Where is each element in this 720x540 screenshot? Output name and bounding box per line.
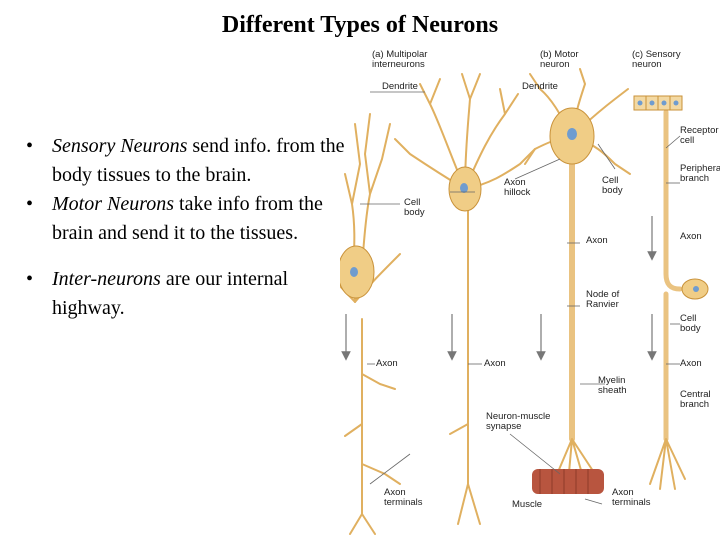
label-axon-hillock: Axon hillock	[504, 177, 531, 198]
bullet-marker: •	[26, 135, 34, 157]
bullet-term: Inter-neurons	[52, 268, 161, 290]
label-axon-c2: Axon	[680, 358, 702, 369]
label-dendrite-a: Dendrite	[382, 81, 418, 92]
panel-title-b: (b) Motor neuron	[540, 49, 579, 70]
bullet-text: take info from the brain and send it to …	[52, 193, 323, 244]
bullet-term: Motor Neurons	[52, 193, 175, 215]
label-axon-terminals-b: Axon terminals	[612, 487, 651, 508]
nucleus-icon	[693, 286, 699, 292]
bullet-motor: • Motor Neurons take info from the brain…	[26, 190, 346, 248]
label-axon-c: Axon	[680, 231, 702, 242]
direction-arrows	[341, 216, 657, 361]
neuron-illustration	[340, 68, 709, 535]
panel-title-c: (c) Sensory neuron	[632, 49, 681, 70]
label-dendrite-b: Dendrite	[522, 81, 558, 92]
bullet-text: send info. from the body tissues to the …	[52, 135, 345, 186]
label-axon-terminals-a: Axon terminals	[384, 487, 423, 508]
panel-title-a: (a) Multipolar interneurons	[372, 49, 428, 70]
neuron-figure: (a) Multipolar interneurons (b) Motor ne…	[340, 44, 720, 540]
label-neuron-muscle-synapse: Neuron-muscle synapse	[486, 411, 551, 432]
slide-title: Different Types of Neurons	[221, 12, 499, 38]
interneuron-1	[340, 113, 401, 535]
label-axon-b: Axon	[586, 235, 608, 246]
sensory-neuron	[649, 109, 686, 490]
label-cell-body-b: Cell body	[602, 175, 623, 196]
label-receptor-cell: Receptor cell	[680, 125, 719, 146]
label-axon-a2: Axon	[484, 358, 506, 369]
label-central-branch: Central branch	[680, 389, 711, 410]
nucleus-icon	[350, 267, 358, 277]
label-muscle: Muscle	[512, 499, 543, 510]
interneuron-2	[394, 73, 536, 525]
bullet-list: • Sensory Neurons send info. from the bo…	[26, 132, 346, 323]
label-myelin-sheath: Myelin sheath	[598, 375, 627, 396]
label-cell-body-c: Cell body	[680, 313, 701, 334]
leader-lines	[360, 91, 681, 505]
label-peripheral-branch: Peripheral branch	[680, 163, 720, 184]
bullet-term: Sensory Neurons	[52, 135, 188, 157]
bullet-marker: •	[26, 193, 34, 215]
bullet-marker: •	[26, 268, 34, 290]
cell-bodies	[340, 95, 709, 300]
label-axon-a1: Axon	[376, 358, 398, 369]
bullet-sensory: • Sensory Neurons send info. from the bo…	[26, 132, 346, 190]
receptor-cells	[633, 95, 683, 111]
nucleus-icon	[567, 128, 577, 140]
label-cell-body-a: Cell body	[404, 197, 425, 218]
bullet-text: are our internal highway.	[52, 268, 289, 319]
nucleus-icon	[460, 183, 468, 193]
muscle-fiber	[532, 469, 604, 494]
label-node-of-ranvier: Node of Ranvier	[586, 289, 620, 310]
bullet-interneurons: • Inter-neurons are our internal highway…	[26, 265, 346, 323]
